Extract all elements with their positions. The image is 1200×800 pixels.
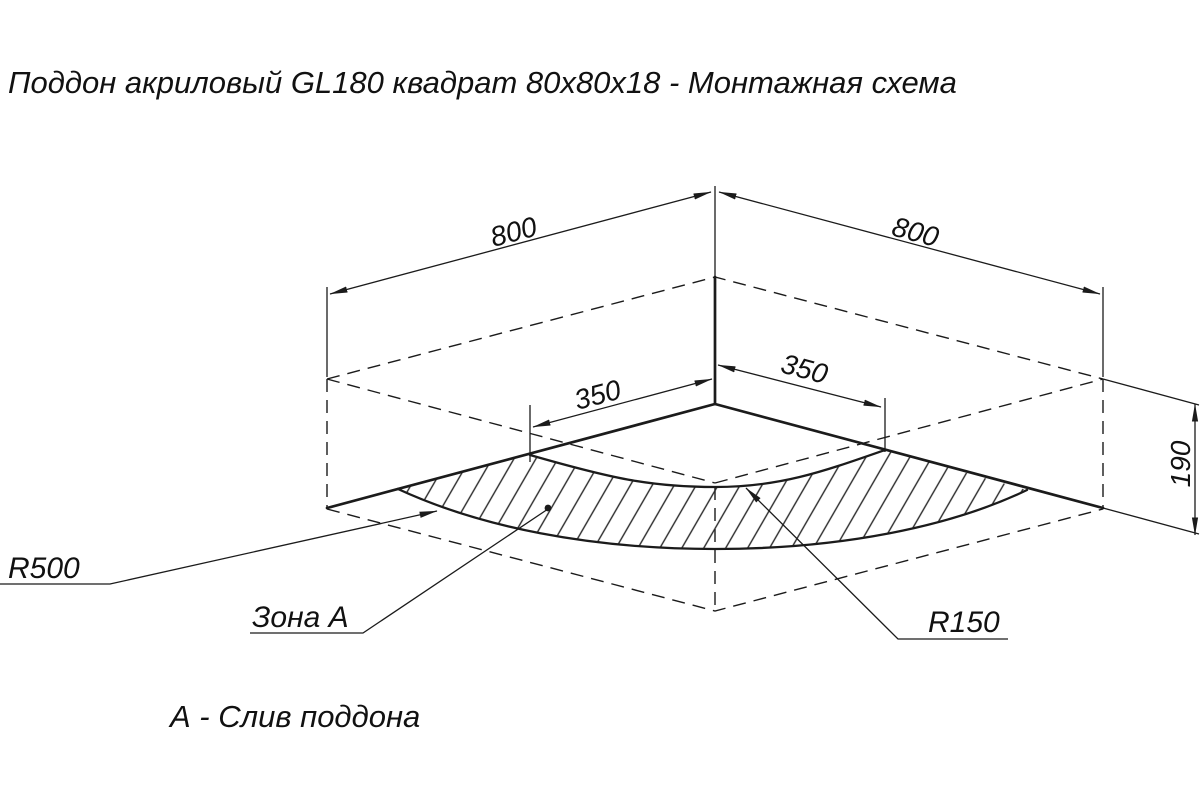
dim-line-width-right bbox=[718, 191, 1101, 295]
tray-top-edge-right bbox=[713, 402, 1105, 510]
dim-line-offset-left bbox=[532, 378, 713, 428]
box-top-front-edges bbox=[326, 378, 1104, 484]
label-zone-a: Зона А bbox=[252, 601, 349, 634]
dim-line-offset-right bbox=[717, 364, 882, 408]
zone-a-hatched-area bbox=[398, 450, 1027, 549]
leader-lines bbox=[0, 487, 1008, 640]
ext-height-bottom bbox=[1102, 507, 1200, 535]
drawing-title: Поддон акриловый GL180 квадрат 80х80х18 … bbox=[8, 65, 957, 100]
label-r500: R500 bbox=[8, 552, 80, 585]
dimension-lines bbox=[329, 191, 1199, 536]
footnote-drain: А - Слив поддона bbox=[168, 699, 420, 734]
leader-zone-a-dot bbox=[544, 504, 552, 512]
leader-r500 bbox=[0, 510, 438, 585]
dim-text-width-right: 800 bbox=[889, 211, 943, 253]
dim-text-height: 190 bbox=[1165, 440, 1196, 487]
ext-height-top bbox=[1102, 378, 1200, 406]
outer-arc-r500 bbox=[396, 487, 1029, 551]
dim-text-width-left: 800 bbox=[487, 211, 541, 253]
dim-text-offset-right: 350 bbox=[778, 348, 832, 390]
leader-zone-a bbox=[250, 508, 549, 634]
dim-line-width-left bbox=[329, 191, 712, 295]
inner-arc-r150 bbox=[528, 448, 887, 489]
tray-edges bbox=[325, 275, 1105, 551]
dim-text-offset-left: 350 bbox=[571, 374, 625, 416]
label-r150: R150 bbox=[928, 606, 1000, 639]
box-bottom-front-edges bbox=[326, 508, 1104, 612]
extension-lines bbox=[326, 186, 1200, 535]
leader-r150 bbox=[745, 487, 1008, 640]
